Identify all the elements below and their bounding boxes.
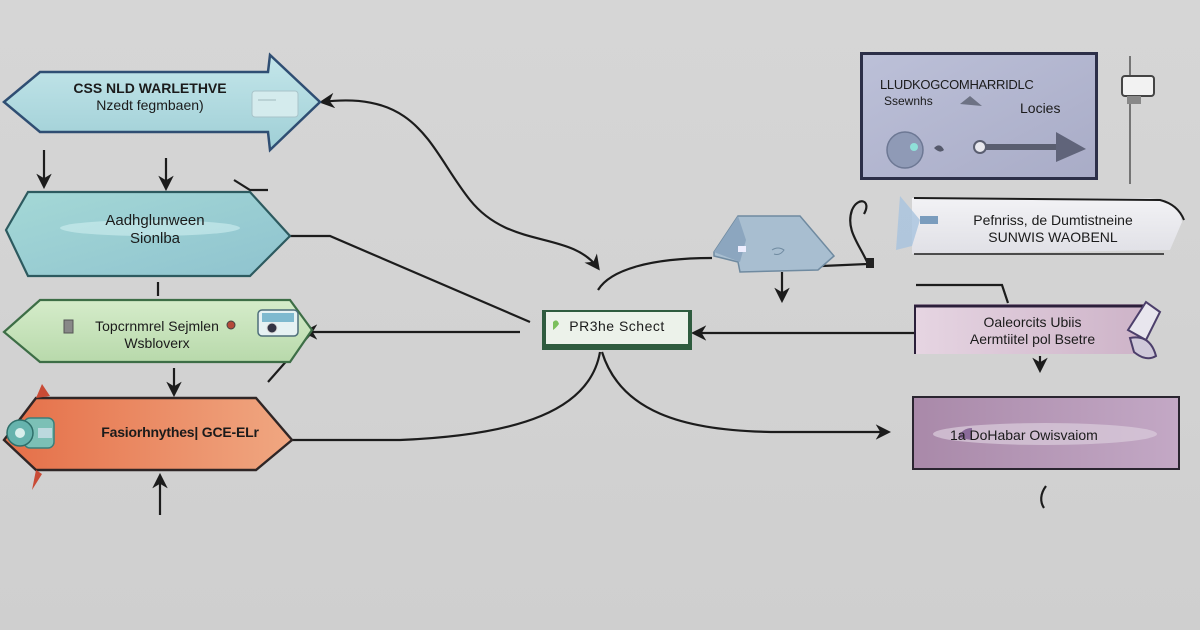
- center-node-label: PR3he Schect: [569, 318, 665, 334]
- node-center[interactable]: [542, 310, 692, 350]
- node-banner[interactable]: [896, 196, 1185, 255]
- record-dot-icon: [226, 320, 236, 330]
- lilac-node-line1: Oaleorcits Ubiis: [983, 314, 1082, 330]
- node-db[interactable]: [912, 396, 1180, 470]
- node-search[interactable]: [4, 190, 292, 278]
- connector-db-tail: [1040, 485, 1047, 509]
- node-orange[interactable]: [2, 384, 294, 490]
- connector-lilac-top: [916, 283, 1010, 304]
- camera-icon: [257, 309, 299, 337]
- top-arrow-line2: Nzedt fegmbaen): [96, 96, 204, 113]
- leaf-icon: [553, 320, 559, 330]
- panel-title: LLUDKOGCOMHARRIDLC: [880, 77, 1034, 92]
- lilac-node-label: Oaleorcits Ubiis Aermtiitel pol Bsetre: [925, 314, 1140, 348]
- connector-orange-to-center: [292, 351, 602, 442]
- node-lilac[interactable]: [914, 300, 1162, 360]
- square-icon: [63, 319, 74, 334]
- green-node-label: Topcrnmrel Sejmlen Wsbloverx: [62, 318, 252, 352]
- triangle-icon: [960, 96, 982, 106]
- top-arrow-line1: CSS NLD WARLETHVE: [73, 80, 227, 96]
- document-card-icon: [251, 90, 299, 118]
- search-node-line1: Aadhglunween: [105, 212, 205, 229]
- connectors: [36, 92, 1048, 515]
- pill-icon: [958, 428, 972, 440]
- top-arrow-label: CSS NLD WARLETHVE Nzedt fegmbaen): [30, 80, 270, 114]
- phone-icon: [1126, 300, 1162, 360]
- monitor-pole-icon: [1121, 56, 1155, 184]
- node-panel[interactable]: [860, 52, 1098, 180]
- gateway-shape-icon[interactable]: [713, 215, 874, 273]
- connector-search-corner: [233, 179, 268, 192]
- search-node-line2: Sionlba: [129, 230, 181, 247]
- green-node-line1: Topcrnmrel Sejmlen: [95, 318, 219, 334]
- banner-line1: Pefnriss, de Dumtistneine: [973, 212, 1133, 228]
- node-top-arrow[interactable]: [2, 52, 322, 153]
- robot-head-icon: [886, 131, 944, 169]
- db-node-label: 1a DoHabar Owisvaiom: [950, 427, 1098, 443]
- arrow-right-icon: [973, 132, 1086, 162]
- connector-gateway-to-banner: [821, 200, 870, 268]
- connector-center-to-db: [600, 351, 892, 440]
- search-node-label: Aadhglunween Sionlba: [40, 212, 270, 248]
- banner-label: Pefnriss, de Dumtistneine SUNWIS WAOBENL: [938, 212, 1168, 246]
- lilac-node-line2: Aermtiitel pol Bsetre: [969, 330, 1096, 347]
- orange-node-label: Fasiorhnythes| GCE-ELr: [101, 424, 259, 440]
- panel-subtitle: Ssewnhs: [884, 94, 933, 108]
- panel-right-label: Locies: [1020, 100, 1061, 116]
- green-node-line2: Wsbloverx: [124, 334, 190, 351]
- banner-line2: SUNWIS WAOBENL: [988, 228, 1118, 245]
- connector-search-to-center: [290, 234, 531, 324]
- disk-drive-icon: [6, 417, 55, 449]
- connector-gateway-to-center: [597, 256, 713, 291]
- node-green[interactable]: [2, 298, 314, 364]
- connector-top-to-center: [318, 92, 600, 271]
